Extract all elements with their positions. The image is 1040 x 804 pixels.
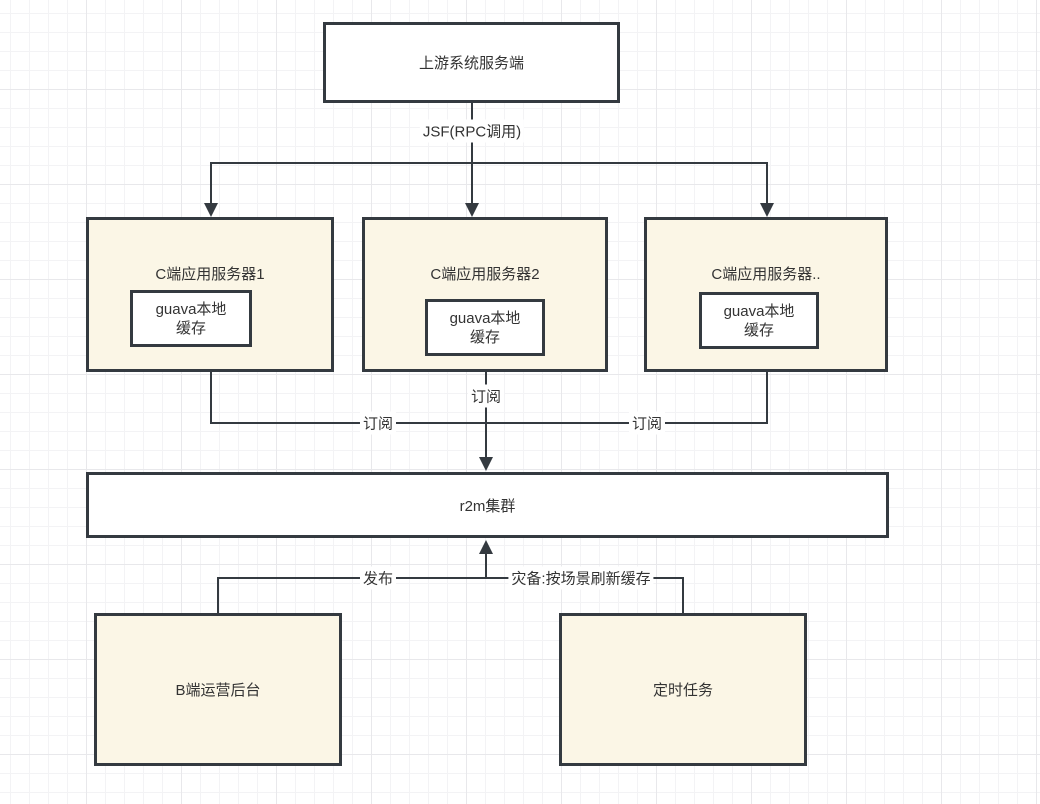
cache-label-line2: 缓存 <box>743 321 774 339</box>
node-guava-cache-2[interactable]: guava本地 缓存 <box>425 299 545 356</box>
cache-label-line2: 缓存 <box>469 328 500 346</box>
node-c-app-server-n[interactable]: C端应用服务器.. guava本地 缓存 <box>644 217 888 372</box>
node-label: 上游系统服务端 <box>418 55 524 72</box>
arrowhead-down-icon <box>465 203 479 217</box>
arrowhead-up-icon <box>479 540 493 554</box>
edge-label-subscribe-center: 订阅 <box>467 384 505 408</box>
node-c-app-server-2[interactable]: C端应用服务器2 guava本地 缓存 <box>362 217 608 372</box>
edge-label-disaster: 灾备:按场景刷新缓存 <box>508 566 654 590</box>
node-label: r2m集群 <box>459 497 516 515</box>
edge-rpc-left-leg <box>210 162 212 204</box>
node-label: 定时任务 <box>652 682 713 699</box>
node-r2m-cluster[interactable]: r2m集群 <box>86 472 889 538</box>
edge-publish-collector <box>217 577 684 579</box>
edge-rpc-branch <box>210 162 768 164</box>
arrowhead-down-icon <box>760 203 774 217</box>
node-guava-cache-n[interactable]: guava本地 缓存 <box>699 292 819 349</box>
arrowhead-down-icon <box>204 203 218 217</box>
node-label: B端运营后台 <box>175 682 261 699</box>
edge-subscribe-left-drop <box>210 370 212 424</box>
arrowhead-down-icon <box>479 457 493 471</box>
edge-publish-right-leg <box>682 577 684 614</box>
edge-rpc-right-leg <box>766 162 768 204</box>
cache-label-line1: guava本地 <box>723 302 795 320</box>
edge-subscribe-center-drop <box>485 370 487 458</box>
edge-label-subscribe-right: 订阅 <box>628 411 666 435</box>
edge-subscribe-right-drop <box>766 370 768 424</box>
node-upstream-system[interactable]: 上游系统服务端 <box>323 22 620 103</box>
node-c-app-server-1[interactable]: C端应用服务器1 guava本地 缓存 <box>86 217 334 372</box>
node-label: C端应用服务器1 <box>155 266 265 283</box>
edge-rpc-center-leg <box>471 162 473 204</box>
edge-label-rpc: JSF(RPC调用) <box>419 119 525 143</box>
edge-publish-stem <box>485 553 487 579</box>
node-label: C端应用服务器.. <box>711 266 821 283</box>
node-label: C端应用服务器2 <box>430 266 540 283</box>
cache-label-line1: guava本地 <box>449 309 521 327</box>
node-scheduled-task[interactable]: 定时任务 <box>559 613 807 766</box>
edge-subscribe-collector <box>210 422 768 424</box>
node-guava-cache-1[interactable]: guava本地 缓存 <box>130 290 252 347</box>
edge-publish-left-leg <box>217 577 219 614</box>
edge-label-publish: 发布 <box>359 566 397 590</box>
cache-label-line2: 缓存 <box>175 319 206 337</box>
node-b-admin-backend[interactable]: B端运营后台 <box>94 613 342 766</box>
cache-label-line1: guava本地 <box>155 300 227 318</box>
edge-label-subscribe-left: 订阅 <box>359 411 397 435</box>
